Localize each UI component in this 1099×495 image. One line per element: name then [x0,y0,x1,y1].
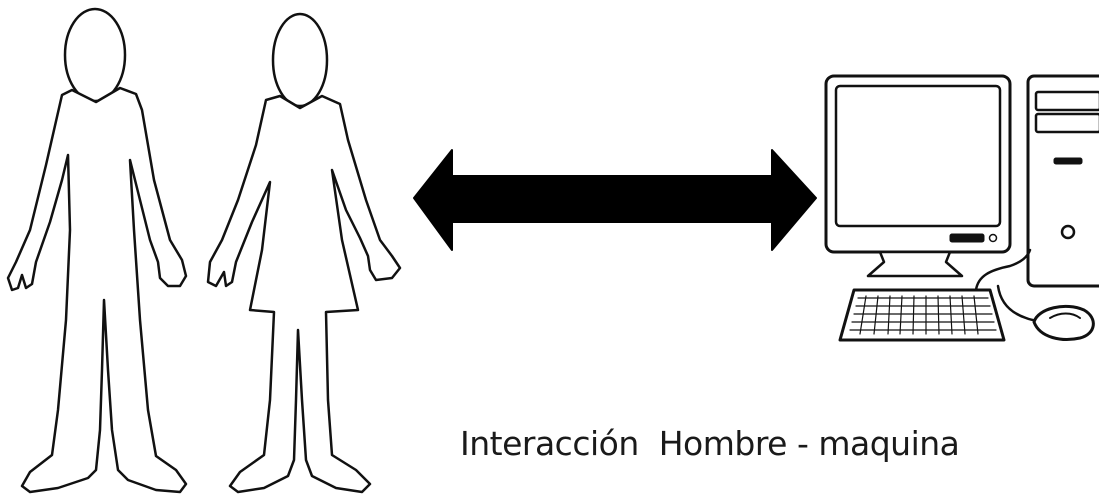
drive-bay-2-icon [1034,112,1099,134]
monitor-control-bar-icon [949,233,985,243]
male-figure-icon [6,7,188,494]
double-arrow-icon [413,149,817,251]
keyboard-cable-icon [974,248,1032,292]
tower-slot-icon [1053,157,1083,165]
diagram-caption: Interacción Hombre - maquina [460,424,960,463]
keyboard-keys-icon [849,295,997,335]
desktop-computer-icon [824,74,1099,342]
mouse-button-line-icon [1049,312,1081,319]
female-head-icon [271,12,329,108]
tower-power-button-icon [1060,224,1076,240]
monitor-power-icon [988,233,998,243]
female-figure-icon [206,12,402,494]
mouse-icon [1032,305,1095,341]
male-body-icon [6,86,188,494]
female-body-icon [206,94,402,494]
monitor-screen-icon [834,84,1002,228]
male-head-icon [63,7,127,103]
drive-bay-1-icon [1034,90,1099,112]
double-arrow-shape [413,149,817,251]
monitor-stand-icon [866,250,964,278]
